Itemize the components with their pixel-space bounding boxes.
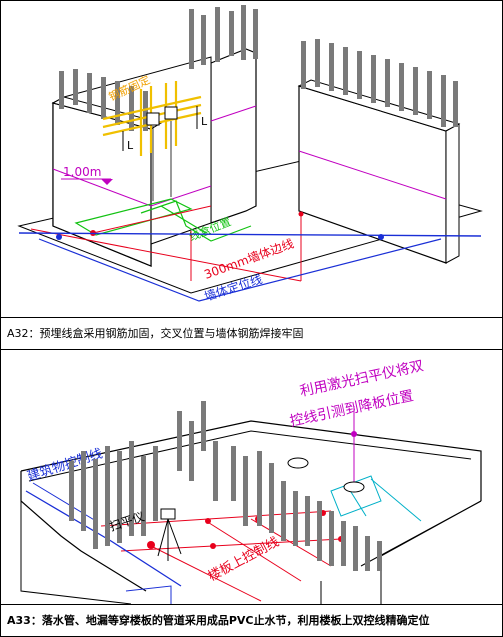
rebar — [329, 43, 334, 91]
rebar — [153, 446, 158, 521]
figure-a32-illustration: 钢筋固定 L L 1.00m 线盒位置 — [1, 1, 502, 318]
label-dim-L-2: L — [201, 115, 208, 128]
rebar — [141, 456, 146, 536]
rebar — [189, 421, 194, 481]
rebar — [371, 55, 376, 103]
figure-a33-svg: 利用激光扫平仪将双 控线引测到降板位置 建筑物控制线 — [20, 357, 482, 604]
rebar — [305, 496, 310, 546]
rebar — [441, 75, 446, 127]
rebar — [201, 15, 206, 65]
rebar — [329, 511, 334, 566]
rebar — [377, 541, 382, 571]
rebar — [293, 491, 298, 546]
rebar — [229, 11, 234, 56]
red-control-lines — [100, 510, 342, 602]
red-dim-line — [30, 228, 302, 282]
junction-box-1 — [146, 112, 160, 126]
rebar — [343, 47, 348, 95]
rebar — [201, 401, 206, 451]
blue-position-line — [18, 232, 482, 237]
rebar — [427, 71, 432, 119]
rebar-group-a33 — [69, 401, 382, 571]
rebar — [143, 91, 148, 131]
rebar — [301, 41, 306, 89]
rebar — [243, 456, 248, 526]
rebar — [365, 536, 370, 571]
rebar — [315, 39, 320, 87]
rebar — [353, 526, 358, 571]
level-marker-icon — [101, 179, 113, 185]
rebar — [177, 411, 182, 471]
slab-outline — [20, 420, 482, 501]
rebar — [81, 451, 86, 531]
rebar — [87, 73, 92, 113]
right-wall-end — [445, 123, 460, 264]
label-dim-L-1: L — [127, 139, 134, 152]
rebar — [189, 9, 194, 69]
back-wall — [210, 48, 257, 224]
rebar — [117, 451, 122, 543]
rebar — [413, 67, 418, 115]
rebar — [129, 86, 134, 131]
rebar — [69, 461, 74, 521]
rebar — [213, 441, 218, 501]
rebar — [399, 63, 404, 111]
magenta-line-right — [298, 150, 447, 200]
pipe-top-icon — [287, 457, 309, 469]
cyan-sleeve — [330, 475, 422, 522]
rebar — [215, 7, 220, 62]
rebar — [73, 69, 78, 105]
rebar — [357, 51, 362, 99]
label-height: 1.00m — [63, 165, 101, 179]
blue-building-line — [25, 490, 182, 587]
rebar-group-a32 — [59, 5, 458, 131]
rebar — [129, 441, 134, 536]
caption-a32: A32：预埋线盒采用钢筋加固，交叉位置与墙体钢筋焊接牢固 — [1, 318, 502, 350]
rebar — [241, 5, 246, 60]
rebar — [317, 501, 322, 561]
rebar — [93, 459, 98, 549]
rebar — [253, 9, 258, 59]
label-slab-line: 楼板上控制线 — [206, 535, 282, 585]
figure-a33-illustration: 利用激光扫平仪将双 控线引测到降板位置 建筑物控制线 — [1, 351, 502, 605]
rebar — [231, 446, 236, 501]
rebar — [385, 59, 390, 107]
magenta-level-line — [52, 168, 212, 207]
rebar — [257, 451, 262, 526]
rebar — [115, 81, 120, 125]
label-laser: 扫平仪 — [108, 509, 147, 533]
caption-a33: A33：落水管、地漏等穿楼板的管道采用成品PVC止水节，利用楼板上双控线精确定位 — [7, 614, 430, 627]
rebar — [105, 446, 110, 546]
figure-a32-svg: 钢筋固定 L L 1.00m 线盒位置 — [17, 5, 483, 304]
rebar — [101, 77, 106, 119]
rebar — [59, 71, 64, 109]
junction-box-2 — [164, 106, 178, 120]
rebar — [281, 481, 286, 541]
laser-level-icon — [157, 508, 182, 561]
green-box-projection — [74, 198, 252, 242]
rebar — [341, 521, 346, 566]
label-building-line: 建筑物控制线 — [25, 445, 104, 484]
rebar — [269, 463, 274, 533]
rebar — [453, 81, 458, 127]
